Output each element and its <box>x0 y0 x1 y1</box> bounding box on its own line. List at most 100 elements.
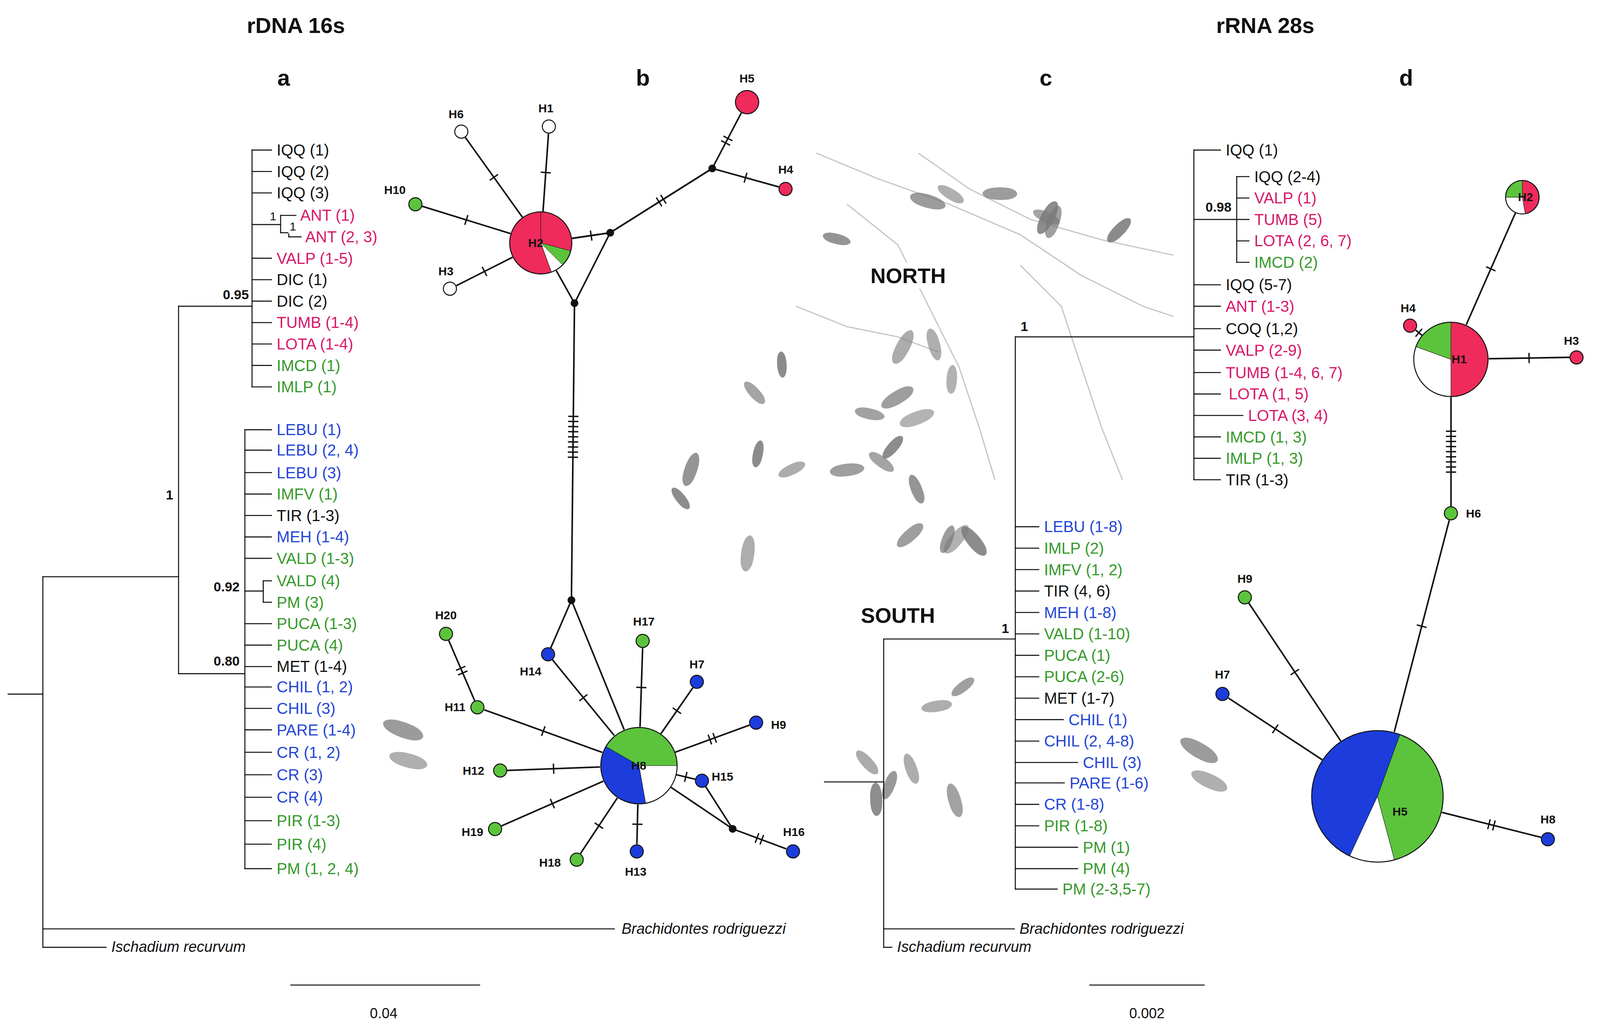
tip-label: PM (2-3,5-7) <box>1061 879 1152 898</box>
pie-slice <box>509 211 552 274</box>
label-holder: PM (2-3,5-7) <box>1061 879 1152 898</box>
tip-label: LEBU (2, 4) <box>275 440 360 459</box>
haplotype-label: H4 <box>1399 301 1417 316</box>
haplotype-pie <box>1569 350 1584 365</box>
panel-title: rDNA 16s <box>245 12 347 39</box>
tree-branch <box>244 751 272 753</box>
mutation-tick <box>1445 466 1456 468</box>
mutation-tick <box>1445 440 1456 443</box>
haplotype-label: H6 <box>1464 506 1482 521</box>
median-links <box>550 232 733 829</box>
tree-branch <box>244 622 272 625</box>
label-holder: 1 <box>268 209 278 224</box>
tree-branch <box>883 927 1015 930</box>
tip-label: CR (1, 2) <box>275 743 342 762</box>
tree-branch <box>1193 436 1221 438</box>
tree-branch <box>244 867 272 870</box>
label-holder: IMCD (1, 3) <box>1224 427 1308 446</box>
haplotype-label: H13 <box>624 864 648 879</box>
tip-label: MET (1-4) <box>275 657 349 676</box>
mussel-shell <box>1103 214 1135 246</box>
label-holder: PM (1) <box>1081 838 1131 857</box>
network-edge <box>661 687 693 734</box>
tip-label: COQ (1,2) <box>1224 319 1299 338</box>
label-holder: IQQ (3) <box>275 183 331 202</box>
mutation-tick <box>744 172 748 183</box>
mussel-shell <box>852 747 882 778</box>
mussel-shell <box>1176 732 1222 768</box>
tip-label: LEBU (1-8) <box>1042 517 1124 536</box>
tree-branch <box>244 644 272 646</box>
label-holder: IMCD (1) <box>275 356 342 375</box>
support-value: 0.80 <box>212 653 241 669</box>
tree-branch <box>1193 478 1221 481</box>
tree-branch <box>262 580 264 603</box>
tree-branches <box>8 149 1250 985</box>
species-name: Brachidontes rodriguezzi <box>620 920 787 938</box>
label-holder: LEBU (2, 4) <box>275 440 360 459</box>
haplotype-circle: H16 <box>785 843 800 859</box>
mutation-tick <box>636 686 647 689</box>
mussel-shell <box>957 522 991 559</box>
tree-branch <box>1193 457 1221 459</box>
tree-branch <box>1236 197 1250 199</box>
tip-label: CR (4) <box>275 787 325 806</box>
haplotype-circle: H6 <box>454 124 469 139</box>
label-holder: rDNA 16s <box>245 12 347 39</box>
region-label: NORTH <box>867 262 950 289</box>
tree-branch <box>1015 675 1039 678</box>
mutation-tick <box>656 197 662 207</box>
tree-branch <box>244 429 272 431</box>
tip-label: LOTA (2, 6, 7) <box>1252 231 1353 250</box>
mutation-tick <box>568 446 579 448</box>
label-holder: H8 <box>1539 812 1557 827</box>
label-holder: IQQ (1) <box>1224 140 1279 159</box>
tree-branch <box>280 214 296 216</box>
tree-branch <box>252 343 272 345</box>
tree-branch <box>244 774 272 776</box>
label-holder: PIR (4) <box>275 834 328 853</box>
haplotype-pie <box>748 715 764 730</box>
mutation-tick <box>759 834 764 844</box>
haplotype-dot <box>786 844 800 858</box>
mutation-tick <box>632 823 643 825</box>
tip-label: LEBU (3) <box>275 463 343 482</box>
tip-label: IMCD (2) <box>1252 253 1319 272</box>
label-holder: H2 <box>1517 189 1533 204</box>
label-holder: 1 <box>1019 318 1030 335</box>
tree-branch <box>1236 175 1250 178</box>
label-holder: 1 <box>1000 621 1011 637</box>
tip-label: DIC (2) <box>275 292 329 311</box>
pie-outline <box>509 211 572 274</box>
mussel-shell <box>829 461 866 479</box>
region-label: SOUTH <box>857 602 939 629</box>
mutation-tick <box>568 425 579 428</box>
tree-branch <box>1193 219 1237 221</box>
mussel-shell <box>908 189 948 213</box>
tree-branch <box>1015 761 1078 764</box>
tree-branch <box>1015 633 1039 635</box>
haplotype-pie <box>487 821 503 836</box>
haplotype-dot <box>471 700 485 714</box>
haplotype-dot <box>749 715 763 729</box>
haplotype-dot <box>690 675 704 689</box>
mussel-shell <box>920 697 953 714</box>
label-holder: TUMB (5) <box>1252 210 1324 229</box>
tree-branch <box>1193 414 1243 417</box>
tip-label: ANT (1-3) <box>1224 297 1296 316</box>
label-holder: H13 <box>624 864 648 879</box>
label-holder: ANT (2, 3) <box>304 227 379 246</box>
tree-branch <box>1236 261 1250 264</box>
mutation-tick <box>579 694 588 701</box>
tree-branch <box>1015 568 1039 570</box>
tip-label: DIC (1) <box>275 270 329 289</box>
tree-branch <box>883 638 1016 640</box>
mutation-tick <box>1487 818 1491 829</box>
mutation-tick <box>567 456 578 459</box>
label-holder: 0.04 <box>368 1005 399 1022</box>
median-vectors <box>567 164 737 833</box>
haplotype-dot <box>1215 687 1229 701</box>
haplotype-dot <box>695 774 709 788</box>
label-holder: TUMB (1-4, 6, 7) <box>1224 363 1344 382</box>
